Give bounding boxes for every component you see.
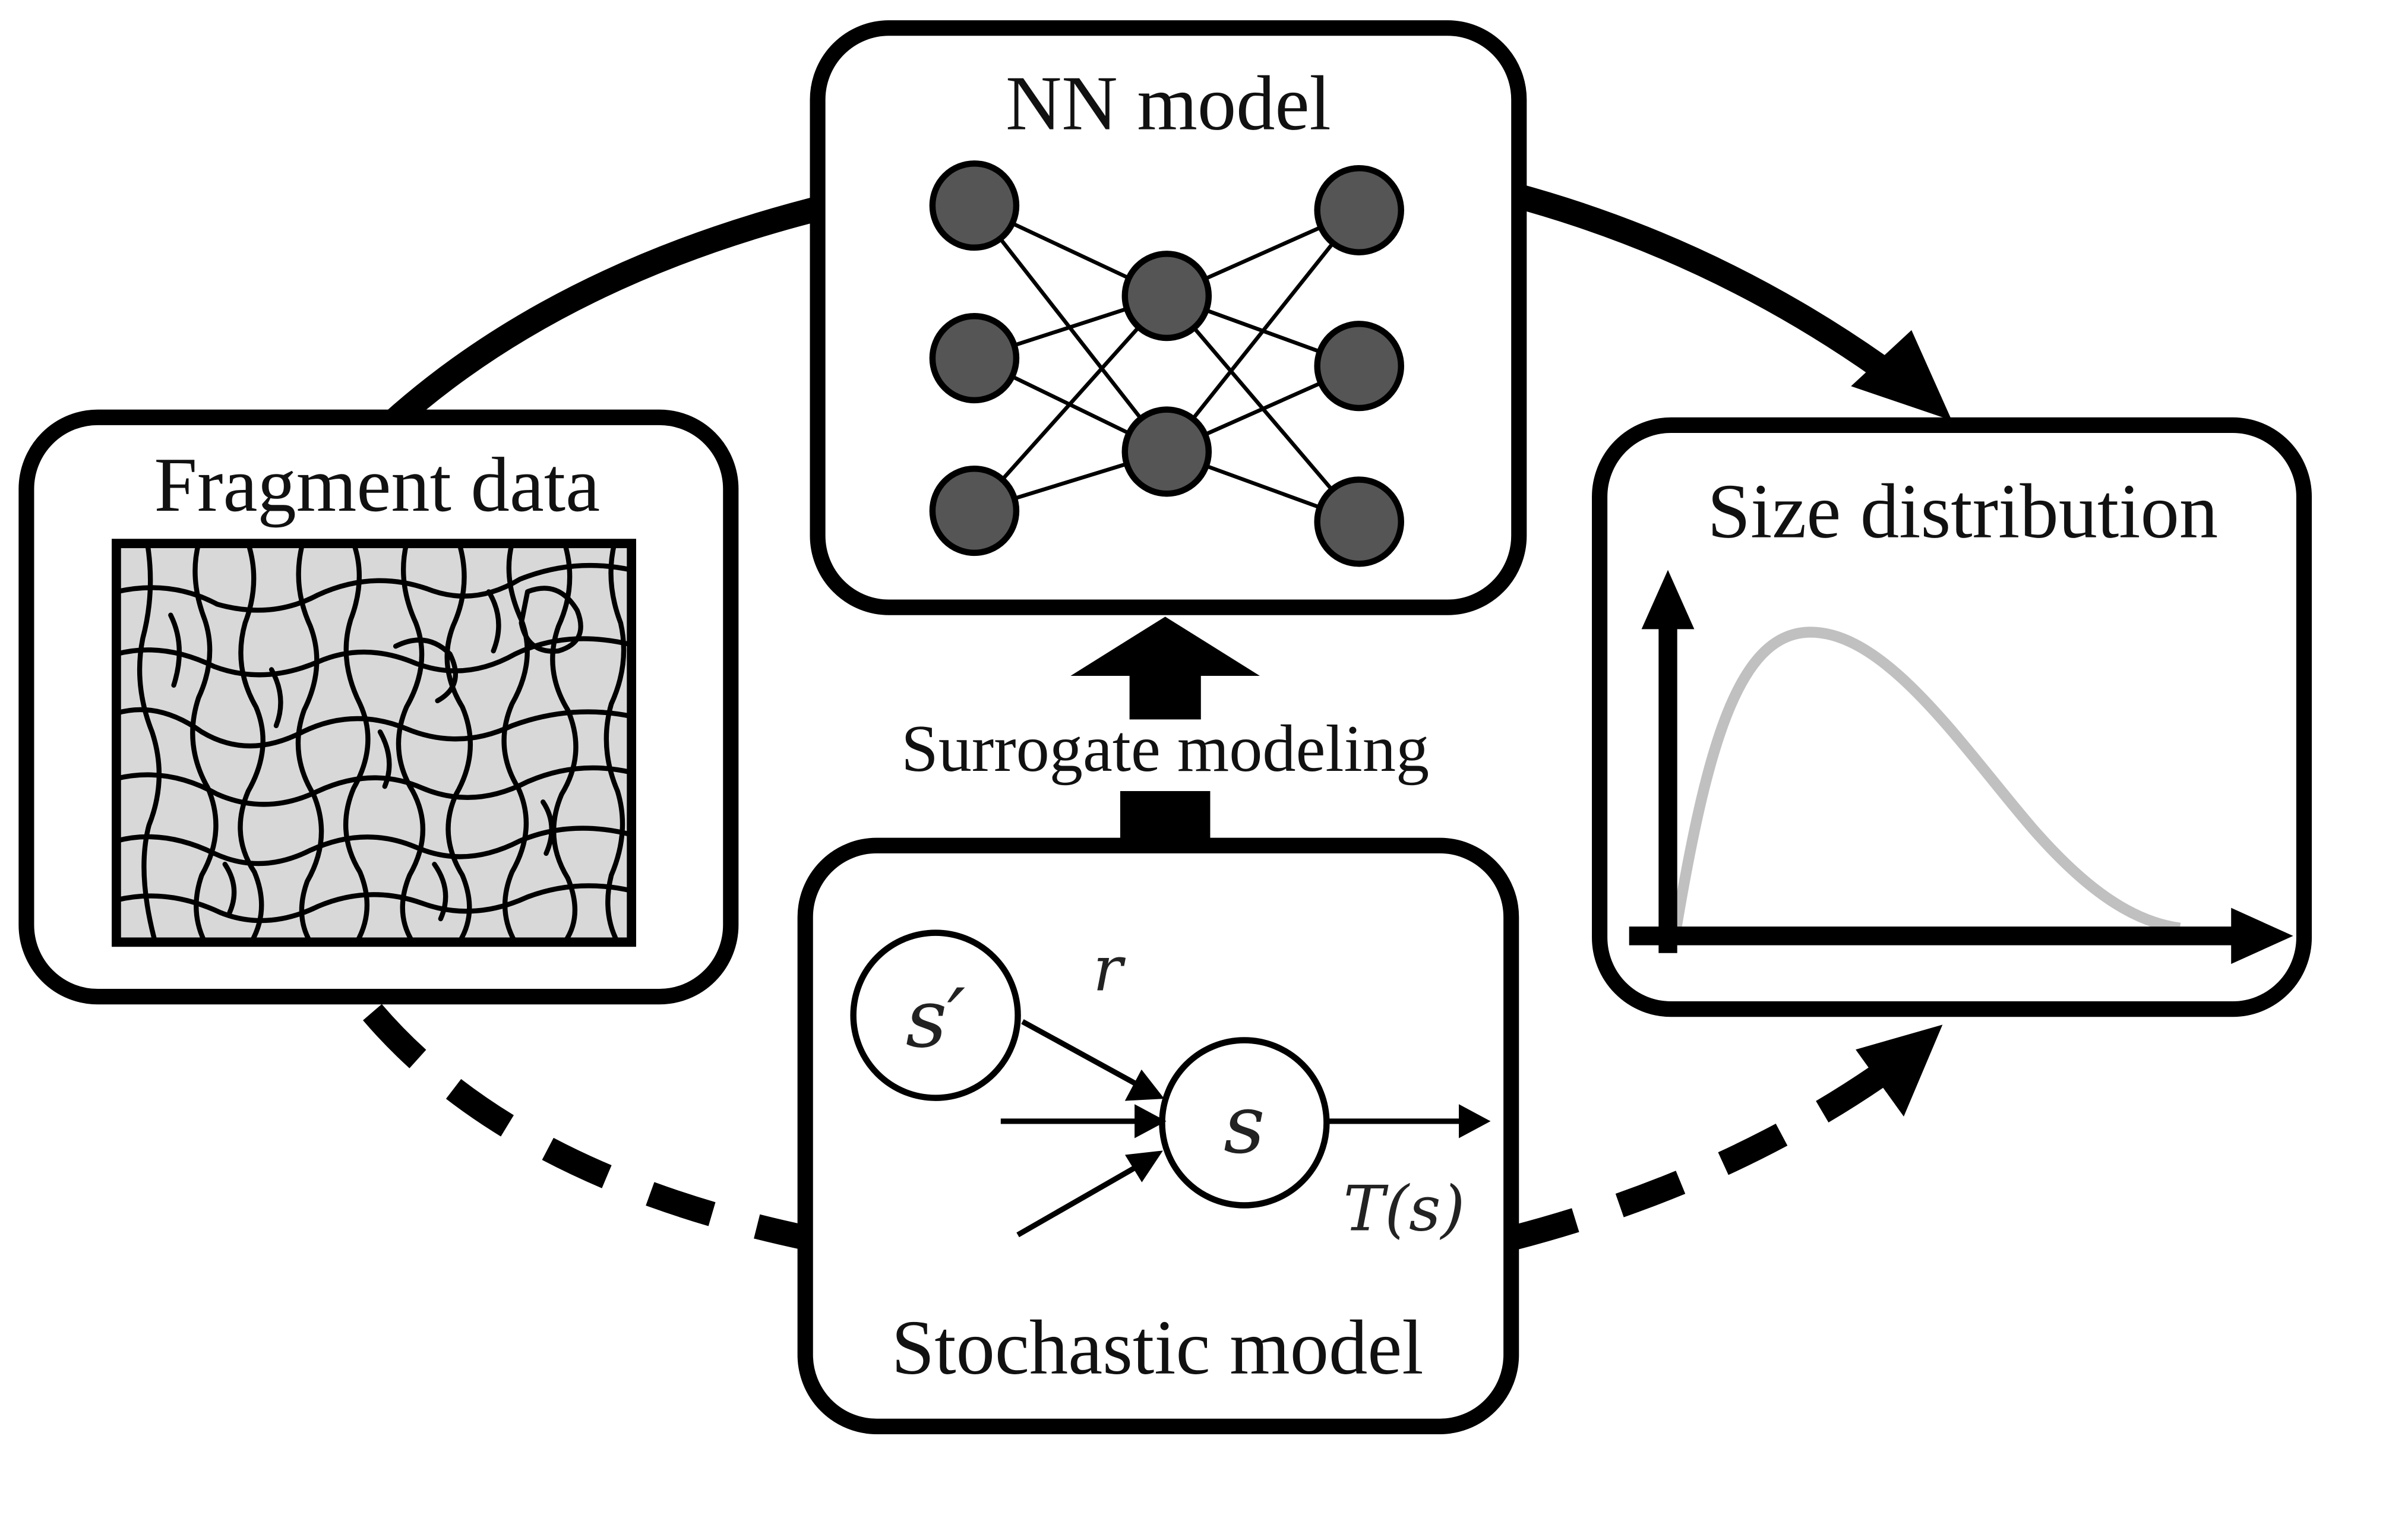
distribution-curve — [1670, 627, 2181, 934]
stochastic-model-title: Stochastic model — [892, 1304, 1424, 1390]
size-distribution-box: Size distribution — [1592, 417, 2312, 1017]
crack-lines — [116, 543, 632, 943]
source-state-node — [850, 929, 1021, 1101]
nn-input-node — [929, 160, 1020, 251]
dashed-arc-stochastic-to-size — [1509, 1064, 1888, 1250]
nn-output-node — [1314, 165, 1404, 256]
nn-model-box: NN model — [810, 20, 1527, 615]
nn-output-node — [1314, 476, 1404, 567]
source-state-label: s′ — [906, 972, 966, 1066]
nn-model-title: NN model — [1006, 60, 1331, 146]
nn-input-node — [929, 466, 1020, 556]
output-rate-label: T(s) — [1344, 1172, 1465, 1245]
transition-rate-label: r — [1093, 932, 1126, 1005]
stochastic-model-box: s′ s r T(s) Stochastic model — [797, 837, 1519, 1434]
arc-fragment-to-nn — [383, 193, 833, 433]
nn-output-node — [1314, 321, 1404, 412]
dashed-arc-fragment-to-stochastic — [363, 1004, 810, 1251]
transition-arrows — [1000, 1019, 1491, 1238]
arrowhead-to-size-distribution — [1851, 330, 1952, 420]
fragment-data-title: Fragment data — [154, 442, 600, 528]
nn-input-node — [929, 313, 1020, 404]
y-axis-arrowhead — [1641, 570, 1695, 630]
surrogate-modeling-arrow: Surrogate modeling — [901, 616, 1429, 850]
arrowhead-dashed-to-size-distribution — [1856, 1024, 1943, 1117]
size-distribution-title: Size distribution — [1707, 468, 2218, 554]
x-axis-arrowhead — [2231, 907, 2293, 964]
fragment-data-box: Fragment data — [18, 409, 739, 1005]
arc-nn-to-size — [1509, 182, 1892, 381]
nn-hidden-node — [1121, 251, 1212, 341]
surrogate-modeling-label: Surrogate modeling — [901, 712, 1429, 786]
target-state-label: s — [1224, 1078, 1265, 1172]
nn-nodes — [929, 160, 1404, 567]
nn-hidden-node — [1121, 406, 1212, 497]
